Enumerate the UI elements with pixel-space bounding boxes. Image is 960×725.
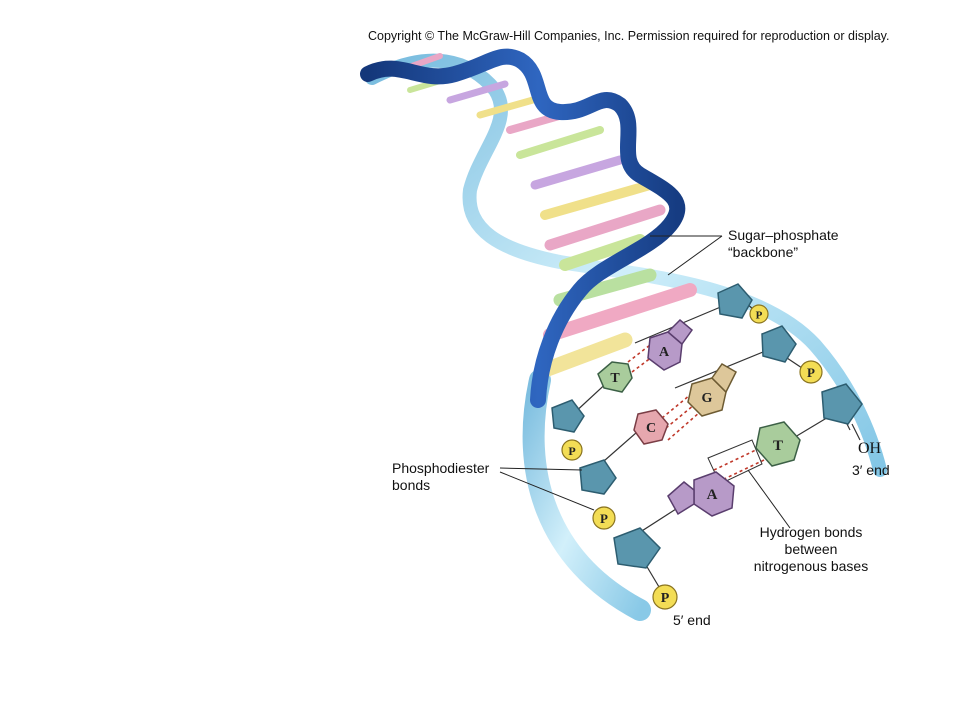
svg-text:P: P	[756, 310, 763, 322]
sugar-3	[821, 383, 863, 425]
base-A2: A	[667, 471, 735, 517]
label-hydrogen-bonds: Hydrogen bonds between nitrogenous bases	[753, 524, 869, 574]
front-strand	[360, 48, 686, 408]
base-label-t2: T	[773, 438, 783, 454]
base-label-a2: A	[707, 487, 718, 503]
svg-text:P: P	[568, 444, 575, 458]
sugar-2	[761, 325, 797, 363]
label-5-end: 5′ end	[673, 612, 711, 628]
svg-text:P: P	[600, 511, 608, 526]
phosphate-3: P	[561, 439, 583, 461]
base-G1: G	[687, 363, 737, 417]
base-label-t1: T	[610, 371, 620, 386]
base-C1: C	[633, 409, 669, 445]
phosphate-2: P	[799, 360, 823, 384]
svg-text:P: P	[807, 365, 815, 380]
base-A1: A	[647, 318, 694, 371]
base-T1: T	[597, 361, 633, 393]
svg-text:P: P	[661, 591, 670, 606]
label-backbone: Sugar–phosphate “backbone”	[728, 227, 839, 260]
back-strand	[365, 53, 887, 621]
sugar-6	[613, 527, 661, 569]
copyright-notice: Copyright © The McGraw-Hill Companies, I…	[368, 29, 890, 43]
base-label-a1: A	[659, 345, 670, 360]
phosphate-4: P	[592, 506, 616, 530]
base-pair-rods	[392, 53, 697, 378]
base-label-c1: C	[646, 421, 656, 436]
sugar-4	[551, 399, 585, 433]
leader-lines	[499, 235, 791, 529]
phosphate-5: P	[652, 584, 678, 610]
sugar-5	[579, 459, 617, 495]
label-phosphodiester: Phosphodiester bonds	[392, 460, 490, 493]
phosphate-1: P	[749, 304, 769, 324]
base-label-g1: G	[702, 391, 713, 406]
hydrogen-bonds	[627, 344, 765, 483]
label-oh: OH	[858, 440, 882, 457]
sugar-1	[717, 283, 753, 319]
label-3-end: 3′ end	[852, 462, 890, 478]
sugars	[551, 283, 863, 569]
base-T2: T	[755, 421, 801, 467]
